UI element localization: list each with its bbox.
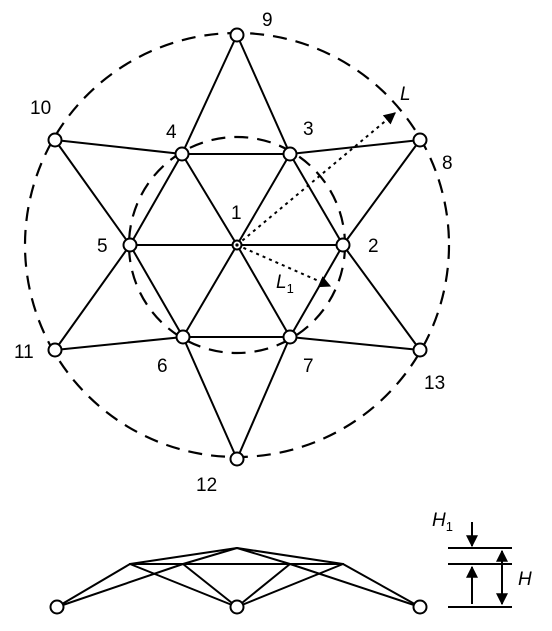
member-12-7 (236, 336, 291, 460)
height-label-H: H (518, 569, 532, 590)
elevation-support-node (49, 599, 65, 615)
member-1-4 (181, 153, 238, 246)
member-4-5 (129, 153, 183, 246)
node-label-13: 13 (424, 373, 445, 394)
elevation-member-a-C (129, 563, 238, 608)
structure-nodes (47, 27, 428, 467)
elevation-member-L-a (56, 563, 131, 608)
elevation-member-d-R (342, 563, 421, 608)
node-7 (282, 329, 298, 345)
member-8-2 (342, 139, 421, 246)
member-11-6 (54, 336, 184, 351)
node-label-5: 5 (97, 236, 108, 257)
node-12 (229, 451, 245, 467)
node-label-3: 3 (303, 119, 314, 140)
member-2-3 (289, 153, 344, 246)
node-8 (412, 132, 428, 148)
height-label-H1: H1 (432, 510, 453, 534)
member-5-11 (54, 244, 131, 351)
span-label-L: L (400, 84, 411, 105)
elevation-member-L-b (56, 563, 184, 608)
elevation-member-top-d (236, 547, 344, 565)
member-13-2 (342, 244, 421, 351)
member-7-2 (289, 244, 344, 338)
elevation-member-c-R (289, 563, 421, 608)
member-3-9 (236, 34, 291, 155)
elevation-member-c-C (236, 563, 291, 608)
member-1-7 (236, 244, 291, 338)
span-L-arrow (236, 112, 396, 246)
node-label-2: 2 (368, 236, 379, 257)
member-3-8 (289, 139, 421, 155)
node-13 (412, 342, 428, 358)
node-label-10: 10 (30, 98, 51, 119)
elevation-support-node (229, 599, 245, 615)
structure-members (54, 34, 421, 460)
node-label-9: 9 (262, 10, 273, 31)
node-9 (229, 27, 245, 43)
elevation-member-d-C (236, 563, 344, 608)
member-1-6 (182, 244, 238, 338)
node-label-1: 1 (231, 203, 242, 224)
elevation-support-node (412, 599, 428, 615)
elevation-view (49, 547, 428, 615)
node-label-6: 6 (157, 356, 168, 377)
span-L1-arrow (236, 244, 332, 288)
node-1-center-dot (235, 243, 239, 247)
span-label-L1: L1 (276, 272, 294, 296)
node-label-4: 4 (166, 122, 177, 143)
node-3 (282, 146, 298, 162)
elevation-member-a-top (129, 547, 238, 565)
node-10 (47, 132, 63, 148)
node-4 (174, 146, 190, 162)
node-label-12: 12 (196, 475, 217, 496)
elevation-member-b-C (182, 563, 238, 608)
member-7-13 (289, 336, 421, 351)
elevation-member-top-c (236, 547, 291, 565)
node-label-11: 11 (14, 342, 34, 363)
node-2 (335, 237, 351, 253)
member-10-5 (54, 139, 131, 246)
member-1-3 (236, 153, 291, 246)
height-dimension (448, 522, 512, 608)
elevation-member-b-top (182, 547, 238, 565)
node-5 (122, 237, 138, 253)
member-5-6 (129, 244, 184, 338)
member-4-10 (54, 139, 183, 155)
member-4-9 (181, 34, 238, 155)
node-label-7: 7 (303, 356, 314, 377)
node-6 (175, 329, 191, 345)
member-6-12 (182, 336, 238, 460)
node-label-8: 8 (442, 153, 453, 174)
node-11 (47, 342, 63, 358)
